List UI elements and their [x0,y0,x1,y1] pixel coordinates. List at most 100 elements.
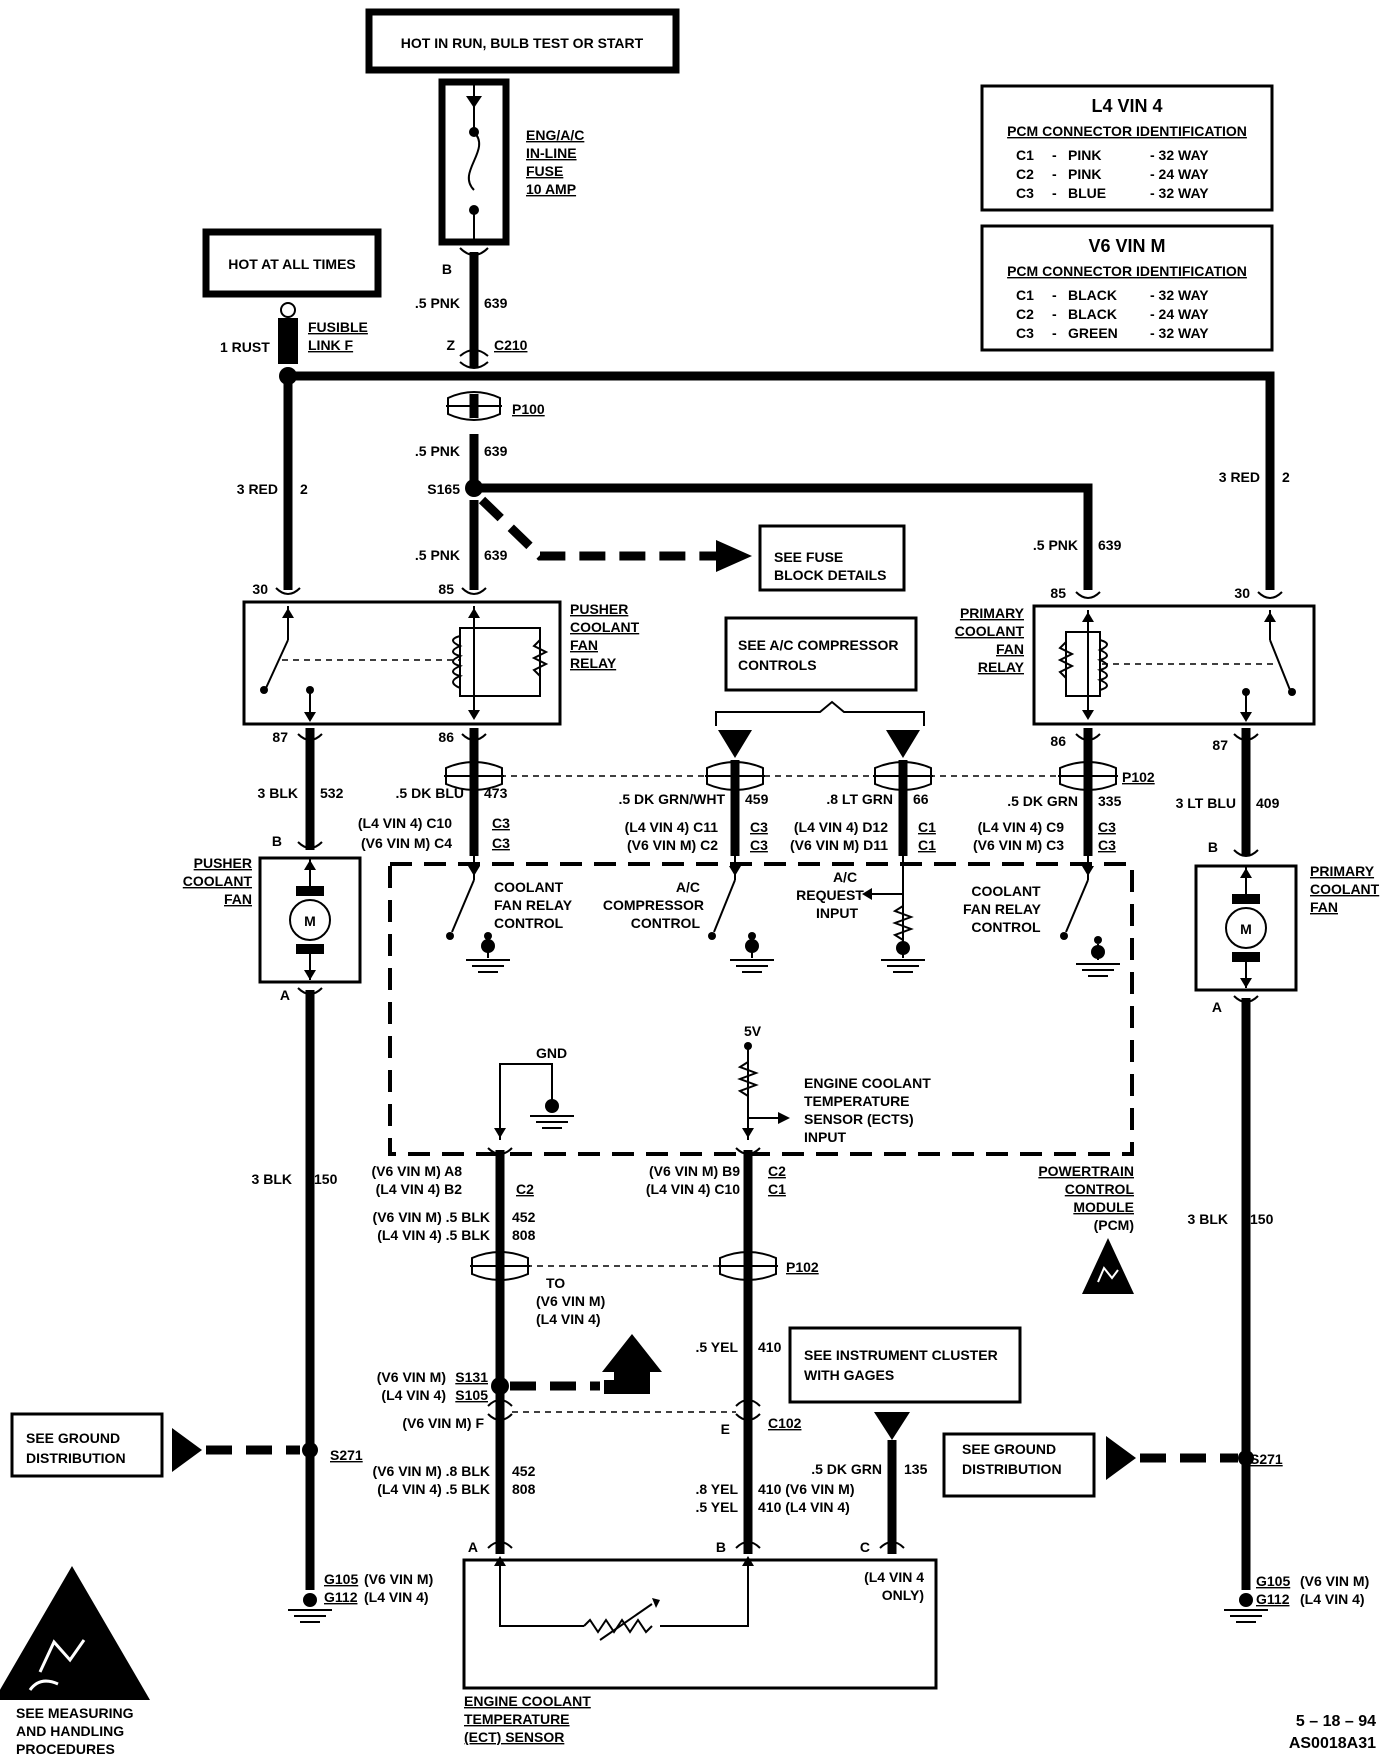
primary-fan-label-2: COOLANT [1310,881,1380,897]
c1-a: C1 [918,819,936,835]
pin-z: Z [446,337,455,353]
pcm-switch-2: A/C COMPRESSOR CONTROL [603,856,774,973]
arrow-up-icon [602,1334,662,1394]
wire-5pnk-b: .5 PNK [415,443,460,459]
pusher-fan-label-2: COOLANT [183,873,253,889]
acr-label-2: REQUEST [796,887,864,903]
pcm-switch-1: COOLANT FAN RELAY CONTROL [446,856,573,973]
pcm-id-v6-box: V6 VIN M PCM CONNECTOR IDENTIFICATION C1… [980,224,1274,352]
to-label-2: (V6 VIN M) [536,1293,605,1309]
wire-5dkblu: .5 DK BLU [396,785,464,801]
circuit-150-left: 150 [314,1171,338,1187]
v6-5blk: (V6 VIN M) .5 BLK [373,1209,490,1225]
g105-right-label: G105 [1256,1573,1290,1589]
pin-b-right-fan: B [1208,839,1218,855]
g105-right-vin: (V6 VIN M) [1300,1573,1369,1589]
pcm-label-3: MODULE [1073,1199,1134,1215]
l4-row-way: - 32 WAY [1150,185,1209,201]
primary-fan-label-1: PRIMARY [1310,863,1375,879]
ic-connector-arrow [874,1412,910,1440]
g112-left-vin: (L4 VIN 4) [364,1589,429,1605]
pusher-relay-label-1: PUSHER [570,601,628,617]
l4-row-dash: - [1052,185,1057,201]
v6-s131: (V6 VIN M) [377,1369,446,1385]
pcm-boundary [388,862,1134,1156]
splice-s165 [465,479,483,497]
s105-label: S105 [455,1387,488,1403]
see-ac-label-1: SEE A/C COMPRESSOR [738,637,899,653]
pcm-label-4: (PCM) [1094,1217,1134,1233]
l4-c11: (L4 VIN 4) C11 [625,819,719,835]
v6-8blk: (V6 VIN M) .8 BLK [373,1463,490,1479]
wire-8yel: .8 YEL [695,1481,738,1497]
see-fuse-label-1: SEE FUSE [774,549,843,565]
fusible-link-label-1: FUSIBLE [308,319,368,335]
circuit-452-b: 452 [512,1463,536,1479]
l4-row-way: - 32 WAY [1150,147,1209,163]
wire-5pnk-right: .5 PNK [1033,537,1078,553]
see-ic-label-2: WITH GAGES [804,1367,894,1383]
g112-left-label: G112 [324,1589,358,1605]
acr-label-1: A/C [833,869,857,885]
v6-c2: (V6 VIN M) C2 [627,837,718,853]
circuit-639-c: 639 [484,547,508,563]
c3-c: C3 [750,819,768,835]
acc-label-2: COMPRESSOR [603,897,704,913]
motor-left-label: M [304,913,316,929]
l4-row-color: PINK [1068,147,1101,163]
circuit-409: 409 [1256,795,1280,811]
c3-e: C3 [1098,819,1116,835]
v6-row-color: BLACK [1068,287,1117,303]
l4-c10b: (L4 VIN 4) C10 [646,1181,740,1197]
primary-relay: PRIMARY COOLANT FAN RELAY [955,604,1316,726]
ac-connector-arrow-1 [718,730,752,758]
pusher-fan-label-3: FAN [224,891,252,907]
v6-d11: (V6 VIN M) D11 [790,837,888,853]
c210-label: C210 [494,337,528,353]
v6-b9: (V6 VIN M) B9 [649,1163,740,1179]
cfrc-right-label-3: CONTROL [971,919,1041,935]
l4-s105: (L4 VIN 4) [381,1387,446,1403]
fuse-label-1: ENG/A/C [526,127,584,143]
c102-connectors [487,1399,761,1421]
v6-heading: PCM CONNECTOR IDENTIFICATION [1007,263,1247,279]
circuit-808-b: 808 [512,1481,536,1497]
s271-left-label: S271 [330,1447,363,1463]
pcm-bottom-connectors [487,1147,761,1155]
l4-5blk2: (L4 VIN 4) .5 BLK [377,1481,490,1497]
ects-label-3: SENSOR (ECTS) [804,1111,914,1127]
p100-label: P100 [512,401,545,417]
primary-fan-label-3: FAN [1310,899,1338,915]
pin-a-sensor: A [468,1539,478,1555]
cfrc-left-label-3: CONTROL [494,915,564,931]
cfrc-left-label-2: FAN RELAY [494,897,573,913]
c102-label: C102 [768,1415,802,1431]
pin30-right: 30 [1234,585,1250,601]
l4-5blk: (L4 VIN 4) .5 BLK [377,1227,490,1243]
relay-top-connectors [275,587,1283,599]
l4-row-c: C1 [1016,147,1034,163]
s271-right-label: S271 [1250,1451,1283,1467]
primary-fan: M PRIMARY COOLANT FAN [1194,849,1380,992]
l4-title: L4 VIN 4 [1091,96,1162,116]
v6-a8: (V6 VIN M) A8 [372,1163,463,1179]
circuit-639-a: 639 [484,295,508,311]
primary-relay-label-3: FAN [996,641,1024,657]
pin-b-label: B [442,261,452,277]
fuse-arrow-icon [466,96,482,108]
pusher-relay-label-3: FAN [570,637,598,653]
acc-label-3: CONTROL [631,915,701,931]
esd-label-2: AND HANDLING [16,1723,124,1739]
g112-right-vin: (L4 VIN 4) [1300,1591,1365,1607]
pin85-right: 85 [1050,585,1066,601]
circuit-808-a: 808 [512,1227,536,1243]
wire-3ltblu: 3 LT BLU [1176,795,1236,811]
hot-in-run-box: HOT IN RUN, BULB TEST OR START [365,8,680,74]
pin-a-right: A [1212,999,1222,1015]
v6-row-way: - 32 WAY [1150,287,1209,303]
v6-row-dash: - [1052,287,1057,303]
p102-top-label: P102 [1122,769,1155,785]
ect-sensor: (L4 VIN 4 ONLY) [462,1556,938,1690]
